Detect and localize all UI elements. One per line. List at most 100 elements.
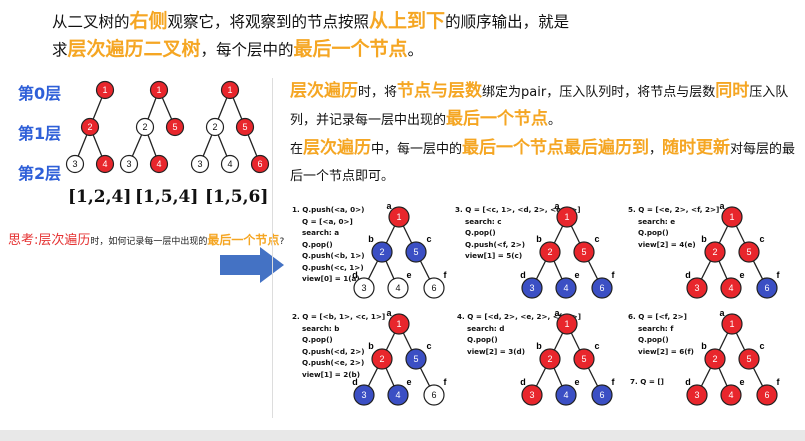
step-6-node-d: 3: [686, 384, 708, 406]
svg-text:1: 1: [729, 319, 734, 329]
small-tree-3-node-5: 5: [235, 117, 255, 137]
svg-text:6: 6: [431, 283, 436, 293]
node-letter-a: a: [554, 201, 560, 211]
step-2-node-f: 6: [423, 384, 445, 406]
svg-text:2: 2: [142, 122, 147, 132]
step-7-text: 7. Q = []: [630, 377, 664, 386]
question-mid: 时，如何记录每一层中出现的: [90, 237, 208, 247]
svg-text:2: 2: [379, 354, 384, 364]
svg-text:2: 2: [212, 122, 217, 132]
svg-text:4: 4: [563, 283, 568, 293]
small-tree-3-node-6: 6: [250, 154, 270, 174]
question-text: 思考:层次遍历时，如何记录每一层中出现的最后一个节点?: [8, 229, 284, 248]
node-letter-a: a: [719, 308, 725, 318]
node-letter-d: d: [685, 270, 691, 280]
header-line-2: 求层次遍历二叉树，每个层中的最后一个节点。: [52, 34, 423, 61]
svg-text:3: 3: [529, 390, 534, 400]
step-1-node-f: 6: [423, 277, 445, 299]
question-label: 思考:: [8, 233, 39, 248]
step-5-node-d: 3: [686, 277, 708, 299]
svg-text:4: 4: [102, 159, 107, 169]
svg-text:3: 3: [694, 390, 699, 400]
highlight-text: 层次遍历二叉树: [67, 38, 201, 60]
svg-text:6: 6: [764, 390, 769, 400]
step-1-node-e: 4: [387, 277, 409, 299]
svg-text:1: 1: [564, 319, 569, 329]
question-hl-2: 最后一个节点: [207, 233, 280, 247]
body-text: ，每个层中的: [200, 41, 294, 59]
node-letter-d: d: [352, 270, 358, 280]
body-text: 时，将: [358, 85, 398, 100]
svg-text:6: 6: [257, 159, 262, 169]
step-3-node-c: 5: [573, 241, 595, 263]
svg-text:4: 4: [395, 390, 400, 400]
small-tree-2-node-4: 4: [149, 154, 169, 174]
step-2-node-e: 4: [387, 384, 409, 406]
small-tree-1-node-2: 2: [80, 117, 100, 137]
svg-text:2: 2: [547, 354, 552, 364]
highlight-text: 层次遍历: [290, 81, 358, 101]
svg-text:5: 5: [413, 354, 418, 364]
question-hl-1: 层次遍历: [38, 233, 91, 248]
step-6-node-a: 1: [721, 313, 743, 335]
svg-text:1: 1: [102, 85, 107, 95]
svg-text:6: 6: [599, 283, 604, 293]
svg-text:2: 2: [712, 247, 717, 257]
svg-text:4: 4: [728, 390, 733, 400]
node-letter-d: d: [352, 377, 358, 387]
level-label-0: 第0层: [18, 84, 62, 103]
node-letter-c: c: [426, 234, 431, 244]
svg-text:4: 4: [156, 159, 161, 169]
svg-text:2: 2: [547, 247, 552, 257]
node-letter-a: a: [554, 308, 560, 318]
body-text: 。: [548, 113, 562, 128]
body-text: 绑定为pair，压入队列时，将节点与层数: [482, 85, 716, 100]
body-text: 。: [407, 41, 424, 59]
body-text: 从二叉树的: [52, 13, 130, 31]
node-letter-c: c: [759, 234, 764, 244]
svg-text:5: 5: [172, 122, 177, 132]
svg-text:1: 1: [156, 85, 161, 95]
step-4-node-c: 5: [573, 348, 595, 370]
node-letter-b: b: [701, 234, 707, 244]
svg-text:5: 5: [746, 354, 751, 364]
svg-text:4: 4: [728, 283, 733, 293]
small-tree-2-node-3: 3: [119, 154, 139, 174]
highlight-text: 从上到下: [369, 10, 446, 32]
explanation-paragraph-2: 在层次遍历中，每一层中的最后一个节点最后遍历到，随时更新对每层的最后一个节点即可…: [290, 135, 800, 190]
bottom-bar: [0, 430, 805, 441]
step-1-node-c: 5: [405, 241, 427, 263]
svg-text:1: 1: [396, 212, 401, 222]
svg-text:3: 3: [694, 283, 699, 293]
step-3-node-b: 2: [539, 241, 561, 263]
node-letter-c: c: [594, 234, 599, 244]
svg-text:5: 5: [413, 247, 418, 257]
small-tree-2-node-1: 1: [149, 80, 169, 100]
step-3-node-d: 3: [521, 277, 543, 299]
step-6-node-c: 5: [738, 348, 760, 370]
node-letter-d: d: [685, 377, 691, 387]
step-6-node-e: 4: [720, 384, 742, 406]
svg-text:1: 1: [227, 85, 232, 95]
node-letter-e: e: [739, 377, 744, 387]
step-3-node-f: 6: [591, 277, 613, 299]
step-4-text: 4. Q = [<d, 2>, <e, 2>, <f, 2>] search: …: [457, 312, 581, 356]
svg-text:6: 6: [431, 390, 436, 400]
svg-text:1: 1: [396, 319, 401, 329]
small-tree-3-node-1: 1: [220, 80, 240, 100]
step-5-node-f: 6: [756, 277, 778, 299]
svg-text:3: 3: [72, 159, 77, 169]
node-letter-d: d: [520, 377, 526, 387]
svg-text:2: 2: [87, 122, 92, 132]
highlight-text: 层次遍历: [303, 138, 372, 158]
header-line-1: 从二叉树的右侧观察它，将观察到的节点按照从上到下的顺序输出，就是: [52, 6, 569, 33]
svg-text:5: 5: [746, 247, 751, 257]
step-1-node-b: 2: [371, 241, 393, 263]
svg-text:3: 3: [529, 283, 534, 293]
node-letter-a: a: [386, 201, 392, 211]
step-3-node-e: 4: [555, 277, 577, 299]
node-letter-f: f: [777, 270, 781, 280]
